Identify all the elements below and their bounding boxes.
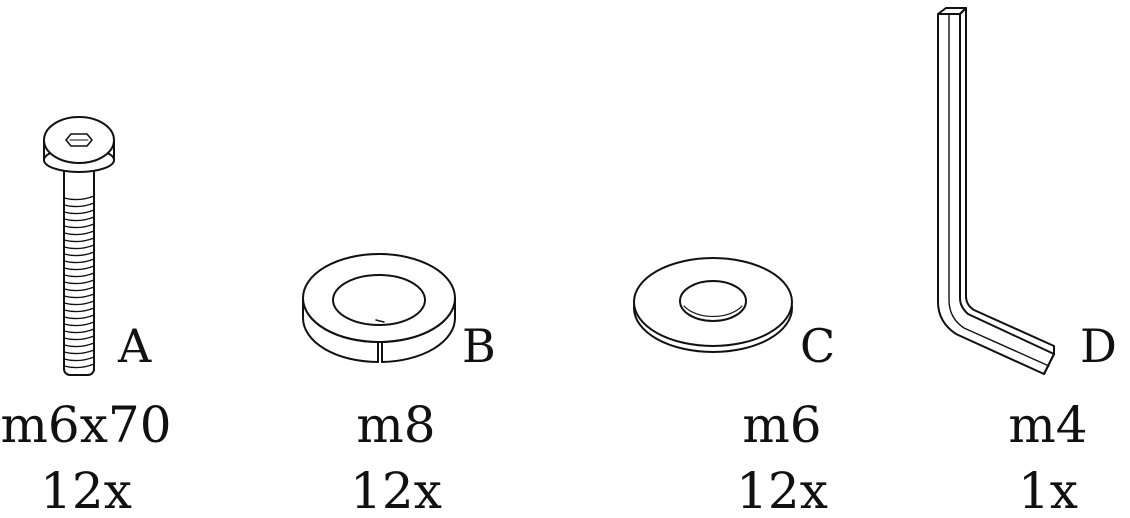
part-size-d: m4 [1008, 396, 1088, 454]
part-letter-d: D [1080, 319, 1117, 373]
spring-washer-icon [302, 253, 456, 363]
part-size-a: m6x70 [0, 396, 172, 454]
part-letter-c: C [800, 319, 836, 373]
flat-washer-icon [633, 257, 793, 353]
part-size-b: m8 [356, 396, 436, 454]
part-qty-b: 12x [350, 462, 442, 518]
part-qty-d: 1x [1017, 462, 1079, 518]
hex-key-icon [937, 7, 1055, 375]
bolt-icon [43, 116, 115, 376]
part-letter-b: B [462, 319, 496, 373]
part-qty-c: 12x [736, 462, 828, 518]
part-qty-a: 12x [40, 462, 132, 518]
part-letter-a: A [118, 319, 152, 373]
part-size-c: m6 [742, 396, 822, 454]
